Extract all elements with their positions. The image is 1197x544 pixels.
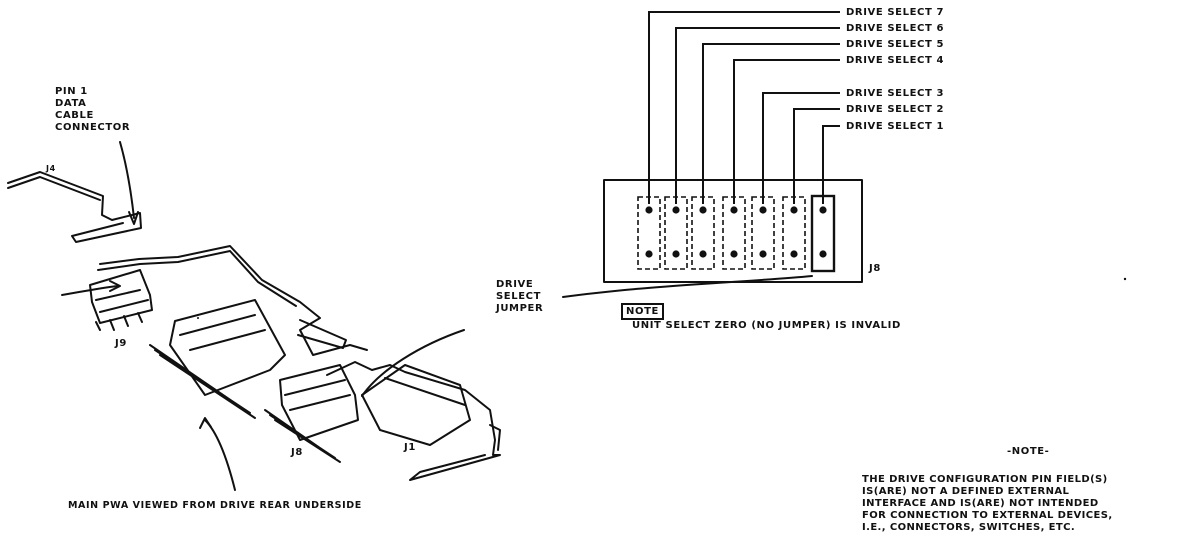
jumper-leader-left	[361, 329, 465, 397]
note-tag: NOTE	[621, 303, 664, 320]
footnote-line: THE DRIVE CONFIGURATION PIN FIELD(S)	[862, 474, 1108, 485]
footnote-line: INTERFACE AND IS(ARE) NOT INTENDED	[862, 498, 1099, 509]
main-connector	[169, 299, 286, 396]
pin1-label-line: PIN 1	[55, 86, 88, 97]
j9-label: J9	[115, 338, 127, 349]
footnote-line: IS(ARE) NOT A DEFINED EXTERNAL	[862, 486, 1070, 497]
pcb-tail	[489, 424, 501, 451]
jumper-label-line: JUMPER	[496, 303, 544, 314]
board-caption: MAIN PWA VIEWED FROM DRIVE REAR UNDERSID…	[68, 500, 362, 511]
note-text: UNIT SELECT ZERO (NO JUMPER) IS INVALID	[632, 320, 901, 331]
jumper-leader	[562, 275, 813, 298]
drive-select-3-label: DRIVE SELECT 3	[846, 88, 945, 99]
j8-label-board: J8	[291, 447, 303, 458]
pin1-label-line: CONNECTOR	[55, 122, 131, 133]
leader-ds1	[822, 125, 840, 204]
drive-select-1-label: DRIVE SELECT 1	[846, 121, 945, 132]
pin1-label-line: DATA	[55, 98, 87, 109]
j8-connector	[279, 364, 359, 441]
leader-ds7	[648, 11, 840, 204]
drive-select-5-label: DRIVE SELECT 5	[846, 39, 945, 50]
drive-select-7-label: DRIVE SELECT 7	[846, 7, 945, 18]
leader-ds3	[762, 92, 840, 204]
drive-select-4-label: DRIVE SELECT 4	[846, 55, 945, 66]
pcb-lower-right	[326, 361, 501, 481]
j9-leader	[61, 285, 119, 296]
leader-ds5	[702, 43, 840, 204]
j1-connector	[361, 364, 471, 446]
caption-leader	[204, 419, 236, 491]
pin1-label-line: CABLE	[55, 110, 94, 121]
footnote-line: I.E., CONNECTORS, SWITCHES, ETC.	[862, 522, 1076, 533]
j1-label: J1	[404, 442, 416, 453]
leader-ds4	[733, 59, 840, 204]
footnote-line: FOR CONNECTION TO EXTERNAL DEVICES,	[862, 510, 1113, 521]
pcb-outline	[7, 171, 142, 243]
leader-ds6	[675, 27, 840, 204]
jumper-label-line: DRIVE	[496, 279, 534, 290]
drive-select-jumper-label: DRIVE SELECT JUMPER	[496, 279, 543, 315]
pin1-label: PIN 1 DATA CABLE CONNECTOR	[55, 86, 130, 134]
pcb-notch	[297, 319, 347, 349]
j9-connector	[89, 269, 153, 324]
j4-label: J4	[46, 164, 56, 173]
leader-ds2	[793, 108, 840, 204]
pcb-edge-upper	[7, 176, 101, 201]
drive-select-6-label: DRIVE SELECT 6	[846, 23, 945, 34]
drive-select-2-label: DRIVE SELECT 2	[846, 104, 945, 115]
pin1-leader	[119, 141, 135, 219]
pcb-edge-mid2	[97, 250, 297, 307]
footnote-title: -NOTE-	[1007, 446, 1050, 457]
footnote-body: THE DRIVE CONFIGURATION PIN FIELD(S) IS(…	[862, 474, 1113, 534]
pcb-edge-mid	[99, 245, 368, 356]
jumper-label-line: SELECT	[496, 291, 541, 302]
j8-label-block: J8	[869, 263, 881, 274]
